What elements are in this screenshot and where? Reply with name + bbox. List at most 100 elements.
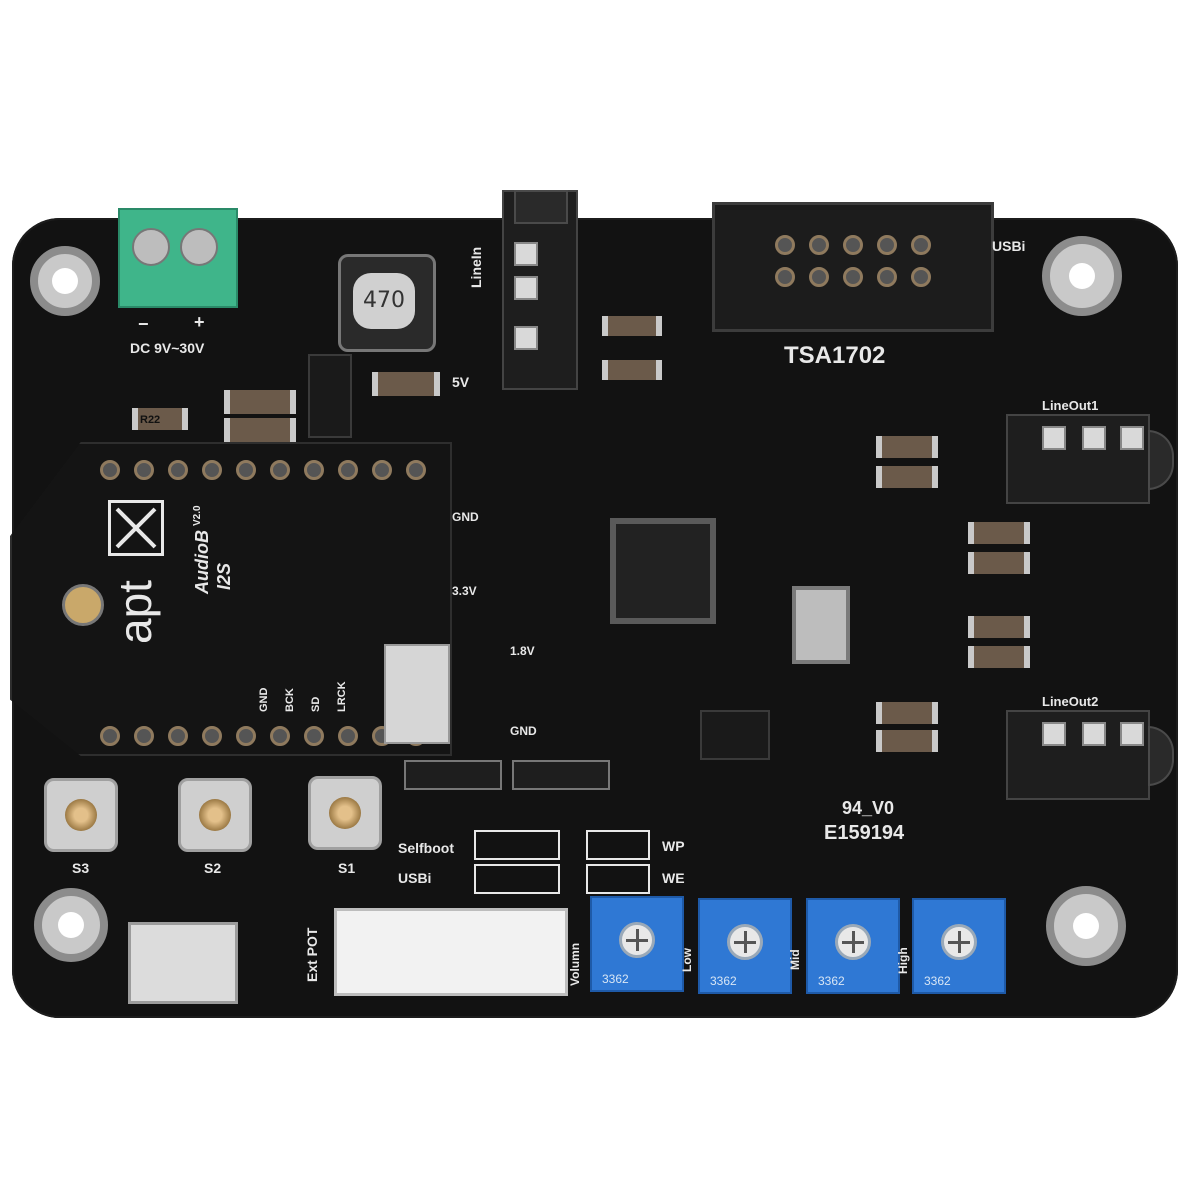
solder-jumper-usbi <box>474 864 560 894</box>
terminal-screw-icon <box>132 228 170 266</box>
lineout2-label: LineOut2 <box>1042 694 1099 709</box>
module-interface-label: I2S <box>214 562 234 590</box>
jumper-wp-label: WP <box>662 838 685 854</box>
pot-mid[interactable]: 3362 <box>806 898 900 994</box>
pot-code: 3362 <box>818 974 845 988</box>
pot-high[interactable]: 3362 <box>912 898 1006 994</box>
resistor-code-label: R22 <box>140 414 161 426</box>
module-pin-row <box>100 726 426 746</box>
pot-knob-icon <box>727 924 763 960</box>
linein-jack[interactable] <box>502 190 578 390</box>
module-name-label: AudioB <box>192 530 212 594</box>
module-version-label: V2.0 <box>192 505 203 526</box>
jack-barrel <box>514 190 568 224</box>
jack-pad <box>514 242 538 266</box>
lineout2-jack[interactable] <box>1006 710 1174 800</box>
jumper-header-2[interactable] <box>512 760 610 790</box>
pot-knob-icon <box>835 924 871 960</box>
ext-pot-connector[interactable] <box>334 908 568 996</box>
rail-gnd-label: GND <box>452 510 479 524</box>
dsp-chip <box>610 518 716 624</box>
ext-pot-label: Ext POT <box>304 927 320 982</box>
capacitor <box>968 522 1030 544</box>
capacitor <box>968 646 1030 668</box>
audiob-i2s-module: apt AudioB V2.0 I2S GND BCK SD LRCK <box>10 442 452 756</box>
power-terminal-block <box>118 208 238 308</box>
button-s3-label: S3 <box>72 860 90 876</box>
capacitor <box>876 436 938 458</box>
module-pin-row <box>100 460 426 480</box>
lineout1-jack[interactable] <box>1006 414 1174 504</box>
jack-barrel <box>1148 430 1174 490</box>
jack-pad <box>1042 722 1066 746</box>
inductor-core: 470 <box>353 273 415 329</box>
pot-volumn-label: Volumn <box>568 942 582 986</box>
capacitor <box>876 466 938 488</box>
jack-pad <box>1120 722 1144 746</box>
pot-code: 3362 <box>710 974 737 988</box>
pot-high-label: High <box>896 947 910 974</box>
solder-jumper-selfboot <box>474 830 560 860</box>
solder-jumper-we <box>586 864 650 894</box>
mounting-hole-bottom-left <box>34 888 108 962</box>
pot-low[interactable]: 3362 <box>698 898 792 994</box>
button-s3[interactable] <box>44 778 118 852</box>
jack-pad <box>514 326 538 350</box>
inductor: 470 <box>338 254 436 352</box>
pot-knob-icon <box>619 922 655 958</box>
module-pin-bck-label: BCK <box>284 688 296 712</box>
jack-pad <box>1042 426 1066 450</box>
capacitor <box>372 372 440 396</box>
pot-knob-icon <box>941 924 977 960</box>
capacitor <box>132 408 188 430</box>
capacitor <box>602 360 662 380</box>
jumper-we-label: WE <box>662 870 685 886</box>
capacitor <box>876 730 938 752</box>
terminal-screw-icon <box>180 228 218 266</box>
pot-mid-label: Mid <box>788 949 802 970</box>
lineout1-label: LineOut1 <box>1042 398 1099 413</box>
module-pin-sd-label: SD <box>310 696 322 712</box>
jack-pad <box>514 276 538 300</box>
jumper-usbi-label: USBi <box>398 870 432 886</box>
pot-low-label: Low <box>680 948 694 972</box>
crystal-oscillator <box>792 586 850 664</box>
cert-rating-label: 94_V0 <box>842 798 895 818</box>
button-s1-label: S1 <box>338 860 356 876</box>
micro-usb-port[interactable] <box>384 644 450 744</box>
module-pin-gnd-label: GND <box>258 687 270 712</box>
mounting-hole-top-right <box>1042 236 1122 316</box>
jack-pad <box>1120 426 1144 450</box>
linein-label: LineIn <box>468 246 484 288</box>
opamp-chip <box>700 710 770 760</box>
jumper-selfboot-label: Selfboot <box>398 840 454 856</box>
power-input-label: DC 9V~30V <box>130 340 205 356</box>
power-micro-usb-port[interactable] <box>128 922 238 1004</box>
mounting-hole-top-left <box>30 246 100 316</box>
usbi-header-connector[interactable] <box>712 202 994 332</box>
cert-number-label: E159194 <box>824 822 905 844</box>
button-s1[interactable] <box>308 776 382 850</box>
pot-code: 3362 <box>602 972 629 986</box>
jack-pad <box>1082 722 1106 746</box>
pot-volumn[interactable]: 3362 <box>590 896 684 992</box>
rail-gnd2-label: GND <box>510 724 537 738</box>
jumper-header-1[interactable] <box>404 760 502 790</box>
jack-barrel <box>1148 726 1174 786</box>
button-s2-label: S2 <box>204 860 222 876</box>
mounting-hole-bottom-right <box>1046 886 1126 966</box>
capacitor <box>224 390 296 414</box>
capacitor <box>968 552 1030 574</box>
capacitor <box>876 702 938 724</box>
rail-3v3-label: 3.3V <box>452 584 477 598</box>
capacitor <box>224 418 296 442</box>
antenna-connector <box>62 584 104 626</box>
board-name-label: TSA1702 <box>784 342 886 369</box>
solder-jumper-wp <box>586 830 650 860</box>
pcb-board: − + DC 9V~30V 470 R22 5V LineIn USBi TSA… <box>10 190 1178 1018</box>
button-s2[interactable] <box>178 778 252 852</box>
header-pins <box>775 267 931 287</box>
jack-pad <box>1082 426 1106 450</box>
power-minus-label: − <box>138 314 149 334</box>
rail-1v8-label: 1.8V <box>510 644 535 658</box>
